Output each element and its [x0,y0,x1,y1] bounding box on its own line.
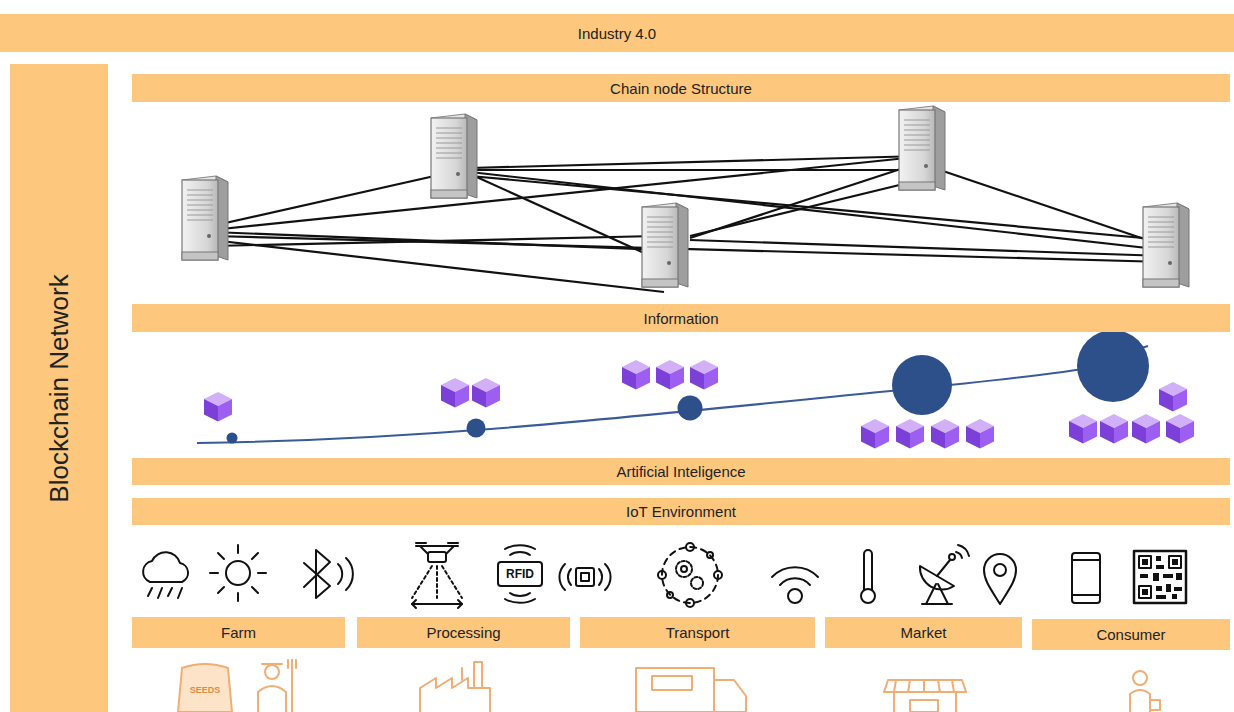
data-block [861,419,889,448]
stage-band: Processing [357,617,570,648]
shop-figure [884,680,966,712]
data-block [966,419,994,448]
band-label: Blockchain Network [44,274,75,502]
band-label: Market [901,624,947,641]
sun-icon [210,545,266,601]
data-block [896,419,924,448]
layer-band: IoT Environment [132,498,1230,525]
data-block [690,360,718,389]
nfc-icon [559,564,610,590]
layer-band: Information [132,304,1230,332]
servers [182,106,1189,287]
drone-icon [412,543,462,608]
phone-icon [1072,553,1100,603]
band-label: Transport [666,624,730,641]
bluetooth-icon [304,550,353,598]
rfid-icon [498,545,542,603]
data-blocks [204,360,1194,448]
farmer-figure [258,660,296,712]
rain-icon [148,588,182,598]
data-block [622,360,650,389]
network-gears-icon [658,543,722,607]
data-block [204,392,232,421]
data-block [931,419,959,448]
band-label: Farm [221,624,256,641]
band-label: Consumer [1096,626,1165,643]
title-band: Industry 4.0 [0,14,1234,52]
stage-illustrations [178,660,1160,712]
location-pin-icon [984,554,1016,604]
band-label: Information [643,310,718,327]
thermometer-icon [861,550,875,603]
server-links [212,156,1165,292]
band-label: Chain node Structure [610,80,752,97]
information-curve [197,330,1149,444]
data-block [1100,414,1128,443]
iot-icons [143,543,1186,608]
layer-band: Chain node Structure [132,74,1230,102]
band-label: IoT Environment [626,503,736,520]
truck-figure [636,668,746,712]
band-label: Industry 4.0 [578,25,656,42]
side-band: Blockchain Network [10,64,108,712]
bag-label: SEEDS [190,686,221,695]
wifi-icon [772,567,818,603]
cloud-icon [143,552,188,582]
data-block [656,360,684,389]
factory-figure [420,662,490,712]
data-block [1069,414,1097,443]
satellite-icon [920,545,969,604]
data-block [1159,382,1187,411]
stage-band: Farm [132,617,345,648]
data-block [441,378,469,407]
rfid-label: RFID [506,568,534,580]
seed-bag [178,664,232,712]
band-label: Processing [426,624,500,641]
qr-icon [1134,551,1186,603]
band-label: Artificial Inteligence [616,463,745,480]
stage-band: Transport [580,617,815,648]
person-figure [1130,671,1160,712]
stage-band: Market [825,617,1022,648]
stage-band: Consumer [1032,619,1230,650]
data-block [1166,414,1194,443]
layer-band: Artificial Inteligence [132,458,1230,485]
data-block [1132,414,1160,443]
data-block [472,378,500,407]
